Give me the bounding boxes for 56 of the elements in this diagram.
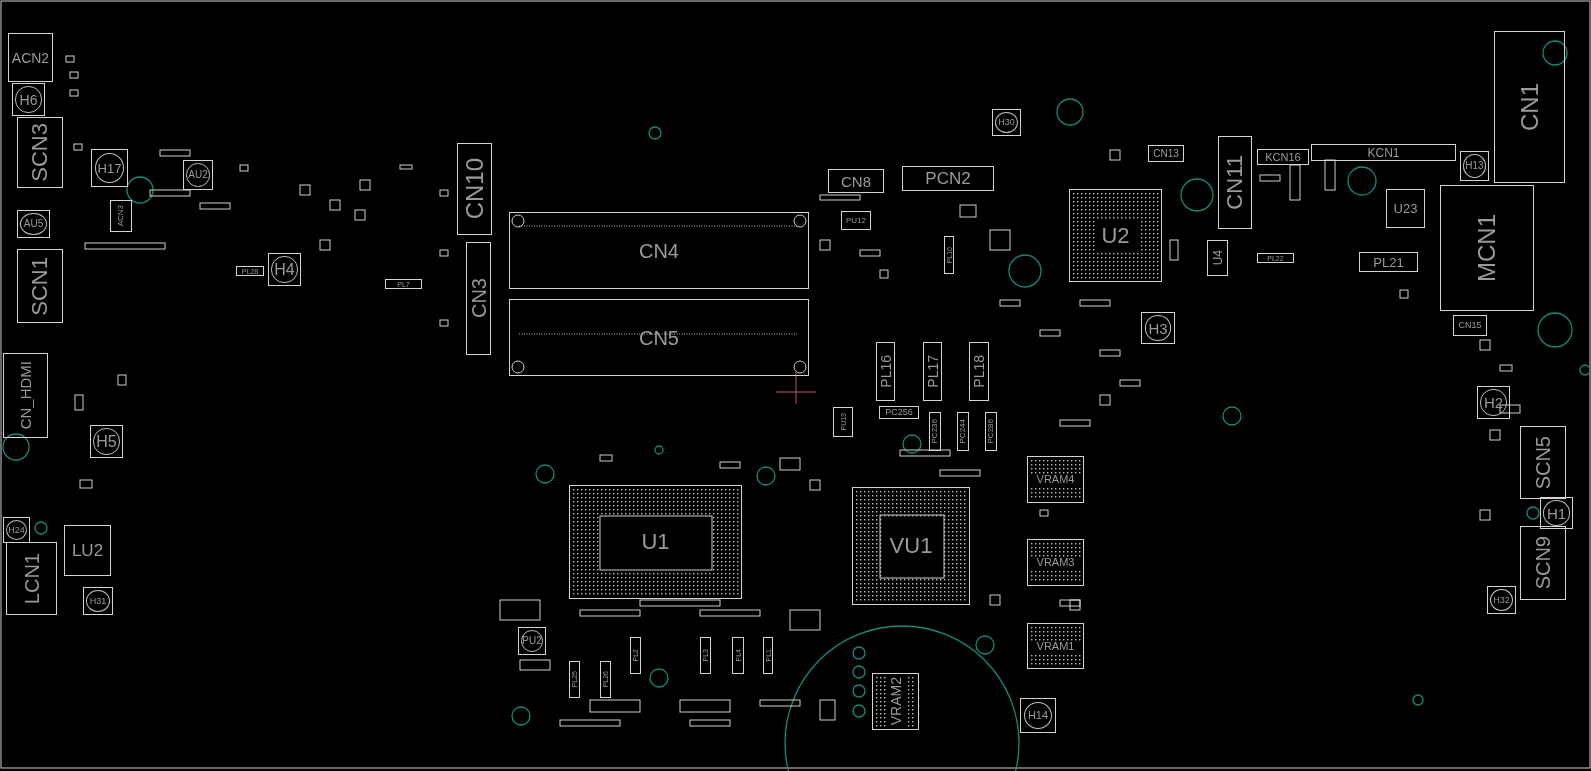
capacitor-footprint: PC256 <box>879 406 919 419</box>
memory-chip-footprint: VRAM3 <box>1027 539 1084 586</box>
chip-footprint: VU1 <box>852 487 970 605</box>
connector-footprint: CN3 <box>466 242 491 355</box>
mounting-hole-footprint: H32 <box>1487 586 1516 614</box>
connector-footprint: PCN2 <box>902 166 994 191</box>
chip-footprint: U2 <box>1069 189 1162 282</box>
inductor-footprint: PL18 <box>969 342 989 401</box>
mounting-hole-footprint: H24 <box>3 517 30 543</box>
connector-footprint: SCN3 <box>17 117 63 188</box>
memory-chip-footprint: VRAM1 <box>1027 623 1084 669</box>
chip-footprint: U4 <box>1207 240 1228 276</box>
capacitor-footprint: PC286 <box>985 412 997 451</box>
mounting-hole-footprint: H13 <box>1460 151 1489 181</box>
connector-footprint: MCN1 <box>1440 185 1534 311</box>
connector-footprint: LCN1 <box>6 542 57 615</box>
mounting-hole-footprint: H4 <box>268 253 301 286</box>
capacitor-footprint: PC244 <box>957 412 969 451</box>
chip-footprint: PU12 <box>841 211 871 230</box>
connector-footprint: CN4 <box>509 212 809 289</box>
connector-footprint: ACN2 <box>8 33 53 82</box>
mounting-hole-footprint: H5 <box>90 425 123 458</box>
mounting-hole-footprint: H1 <box>1540 497 1573 529</box>
connector-footprint: SCN1 <box>17 249 63 323</box>
mounting-hole-footprint: H6 <box>12 83 45 116</box>
mounting-hole-footprint: H3 <box>1141 312 1175 344</box>
connector-footprint: CN5 <box>509 299 809 376</box>
connector-footprint: CN11 <box>1218 136 1252 229</box>
connector-footprint: CN15 <box>1453 315 1487 336</box>
chip-footprint: PU2 <box>518 627 546 655</box>
inductor-footprint: PL17 <box>923 342 942 401</box>
mounting-hole-footprint: H31 <box>83 587 113 615</box>
connector-footprint: SCN9 <box>1520 526 1566 600</box>
connector-footprint: CN8 <box>828 169 884 193</box>
chip-footprint: AU2 <box>183 160 213 190</box>
connector-footprint: CN10 <box>457 143 492 235</box>
connector-footprint: KCN1 <box>1311 144 1456 161</box>
connector-footprint: CN_HDMI <box>3 353 48 438</box>
mounting-hole-footprint: H14 <box>1020 698 1056 733</box>
chip-footprint: LU2 <box>64 525 111 576</box>
mounting-hole-footprint: H2 <box>1477 386 1510 419</box>
mounting-hole-footprint: H17 <box>91 149 128 187</box>
connector-footprint: KCN16 <box>1257 149 1309 165</box>
connector-footprint: CN13 <box>1148 145 1184 162</box>
connector-footprint: SCN5 <box>1520 426 1566 499</box>
connector-footprint: CN1 <box>1494 31 1565 183</box>
memory-chip-footprint: VRAM2 <box>872 673 919 730</box>
connector-footprint: ACN3 <box>110 200 132 232</box>
chip-footprint: U23 <box>1386 189 1425 228</box>
mounting-hole-footprint: H30 <box>992 109 1021 136</box>
capacitor-footprint: PC236 <box>929 412 941 451</box>
chip-footprint: U1 <box>569 485 742 599</box>
chip-footprint: AU5 <box>17 210 50 238</box>
inductor-footprint: PL21 <box>1359 252 1418 272</box>
inductor-footprint: PL16 <box>876 342 895 401</box>
memory-chip-footprint: VRAM4 <box>1027 456 1084 503</box>
